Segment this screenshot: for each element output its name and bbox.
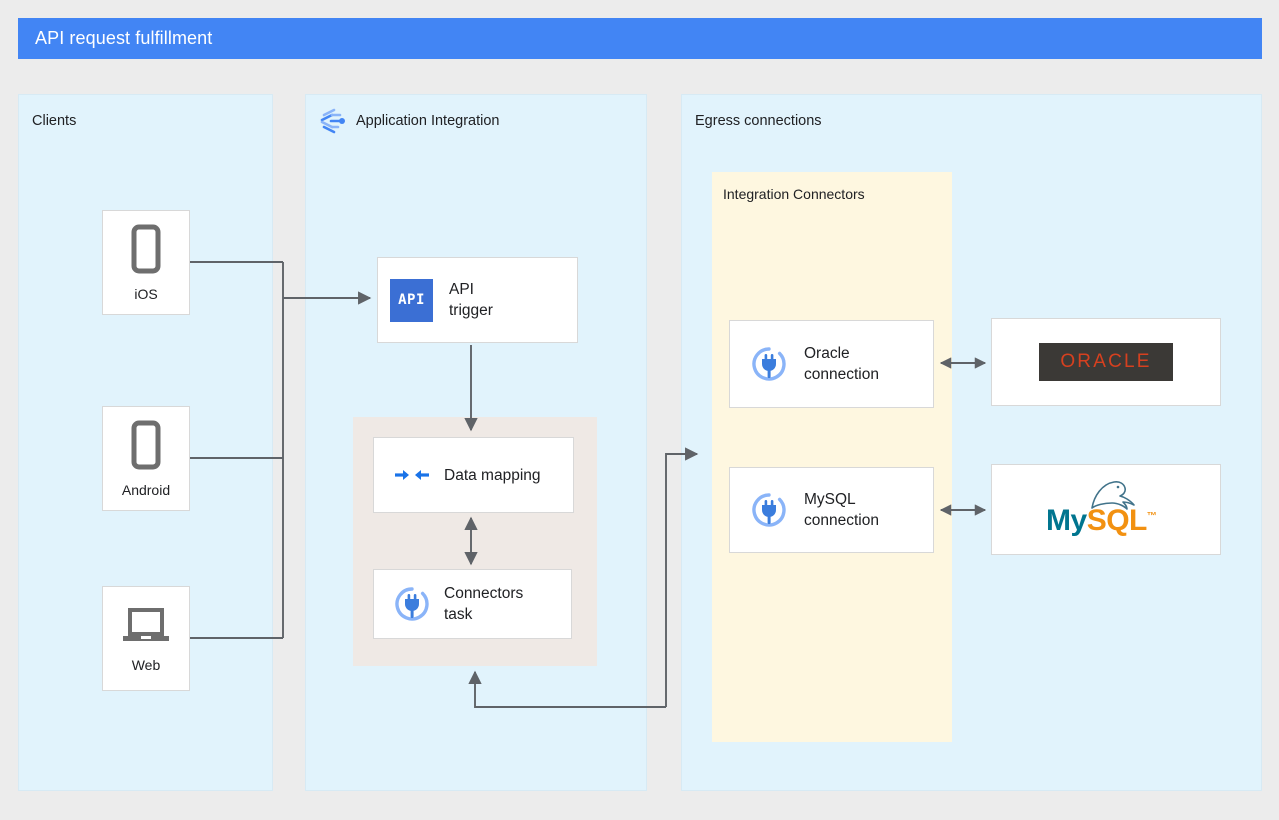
client-label: iOS [134,286,158,302]
client-node-web[interactable]: Web [102,586,190,691]
mysql-logo-text-primary: My [1046,503,1087,537]
header-bar: API request fulfillment [18,18,1262,59]
oracle-logo: ORACLE [992,343,1220,381]
connector-plug-icon [730,346,794,382]
page-title: API request fulfillment [35,28,213,48]
group-integration-connectors-label: Integration Connectors [723,186,865,202]
client-label: Android [121,482,171,498]
connector-plug-icon [730,492,794,528]
node-mysql-connection[interactable]: MySQL connection [729,467,934,553]
node-mysql-database[interactable]: MySQL™ [991,464,1221,555]
mysql-logo-text-secondary: SQL [1086,503,1148,537]
node-connectors-task[interactable]: Connectors task [373,569,572,639]
api-trigger-icon: API [378,278,433,322]
node-label: Data mapping [444,466,541,484]
node-oracle-connection[interactable]: Oracle connection [729,320,934,408]
group-integration-connectors [712,172,952,742]
node-data-mapping[interactable]: Data mapping [373,437,574,513]
mobile-phone-icon [126,419,166,475]
client-label: Web [131,657,161,673]
panel-egress-label: Egress connections [695,113,822,129]
api-trigger-icon-text: API [398,292,425,308]
node-label: Oracle connection [804,345,879,383]
data-mapping-icon [374,463,436,487]
dolphin-icon [1091,480,1135,510]
mobile-phone-icon [126,223,166,279]
node-oracle-database[interactable]: ORACLE [991,318,1221,406]
mysql-logo: MySQL™ [992,480,1220,538]
node-label: MySQL connection [804,491,879,529]
laptop-icon [118,604,174,650]
panel-application-integration-label: Application Integration [356,113,500,129]
node-label: API trigger [449,281,493,319]
node-label: Connectors task [444,585,524,623]
mysql-trademark: ™ [1146,510,1157,522]
connector-plug-icon [374,586,436,622]
client-node-android[interactable]: Android [102,406,190,511]
node-api-trigger[interactable]: API API trigger [377,257,578,343]
panel-clients-label: Clients [32,113,77,129]
application-integration-icon [318,106,348,136]
oracle-logo-text: ORACLE [1060,351,1152,372]
client-node-ios[interactable]: iOS [102,210,190,315]
